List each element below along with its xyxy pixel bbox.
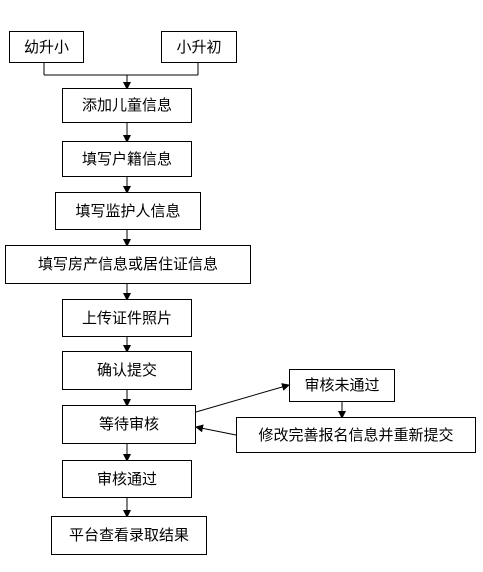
confirm-submit-box: 确认提交: [62, 351, 192, 390]
fill-guardian-box: 填写监护人信息: [55, 192, 201, 230]
wait-review-box: 等待审核: [62, 405, 196, 444]
check-result-box: 平台查看录取结果: [51, 516, 207, 555]
upload-photos-label: 上传证件照片: [81, 308, 172, 327]
fill-guardian-label: 填写监护人信息: [75, 201, 181, 220]
revise-resubmit-box: 修改完善报名信息并重新提交: [236, 417, 476, 453]
add-child-label: 添加儿童信息: [81, 96, 172, 114]
review-failed-box: 审核未通过: [289, 369, 395, 402]
add-child-box: 添加儿童信息: [62, 88, 192, 123]
fill-housing-label: 填写房产信息或居住证信息: [37, 255, 218, 273]
fill-housing-box: 填写房产信息或居住证信息: [5, 245, 251, 284]
junior-entry-label: 小升初: [176, 37, 222, 56]
confirm-submit-label: 确认提交: [96, 361, 157, 379]
junior-entry-box: 小升初: [161, 31, 237, 63]
fill-household-box: 填写户籍信息: [62, 141, 192, 177]
arrow-to-review-failed: [195, 383, 290, 413]
primary-entry-label: 幼升小: [23, 37, 69, 56]
check-result-label: 平台查看录取结果: [68, 526, 189, 544]
review-passed-box: 审核通过: [62, 460, 192, 498]
review-failed-label: 审核未通过: [304, 376, 380, 394]
revise-resubmit-label: 修改完善报名信息并重新提交: [258, 425, 454, 444]
arrow-back-to-wait-review: [195, 424, 237, 436]
wait-review-label: 等待审核: [98, 415, 159, 433]
review-passed-label: 审核通过: [96, 469, 157, 488]
upload-photos-box: 上传证件照片: [62, 299, 192, 337]
primary-entry-box: 幼升小: [9, 31, 84, 63]
fill-household-label: 填写户籍信息: [81, 149, 172, 168]
